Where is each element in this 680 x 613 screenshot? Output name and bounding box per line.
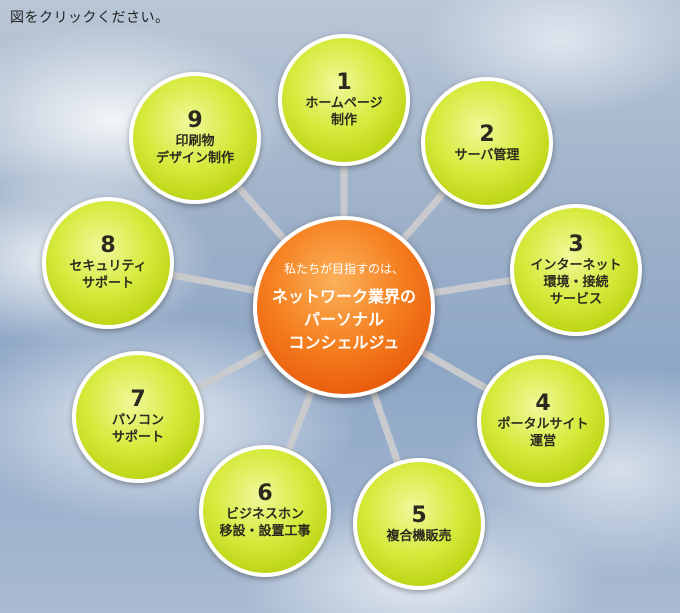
node-label: 印刷物 デザイン制作 (155, 134, 234, 166)
center-title: ネットワーク業界の パーソナル コンシェルジュ (271, 287, 416, 352)
node-number: 6 (257, 481, 273, 506)
node-number: 9 (187, 108, 203, 133)
node-label: ポータルサイト 運営 (497, 417, 589, 449)
node-number: 5 (411, 502, 427, 528)
node-number: 3 (568, 231, 584, 257)
node-4-portal[interactable]: 4 ポータルサイト 運営 (477, 355, 609, 487)
node-label: 複合機販売 (386, 528, 452, 544)
node-number: 7 (130, 387, 146, 412)
node-6-businessphone[interactable]: 6 ビジネスホン 移設・設置工事 (199, 445, 331, 577)
node-label: ホームページ 制作 (305, 96, 383, 128)
node-label: インターネット 環境・接続 サービス (530, 257, 622, 307)
center-circle: 私たちが目指すのは、 ネットワーク業界の パーソナル コンシェルジュ (253, 216, 435, 398)
node-8-security[interactable]: 8 セキュリティ サポート (42, 197, 174, 329)
node-label: パソコン サポート (111, 413, 164, 445)
node-number: 1 (336, 70, 352, 95)
node-number: 8 (100, 233, 116, 258)
node-1-homepage[interactable]: 1 ホームページ 制作 (278, 34, 410, 166)
node-label: セキュリティ サポート (69, 259, 147, 291)
node-label: サーバ管理 (454, 147, 520, 163)
node-7-pc-support[interactable]: 7 パソコン サポート (72, 351, 204, 483)
instruction-text: 図をクリックください。 (10, 10, 170, 26)
node-number: 4 (535, 391, 551, 416)
node-2-server[interactable]: 2 サーバ管理 (421, 77, 553, 209)
node-9-print-design[interactable]: 9 印刷物 デザイン制作 (129, 72, 261, 204)
center-subtitle: 私たちが目指すのは、 (283, 262, 404, 276)
node-5-copier[interactable]: 5 複合機販売 (353, 458, 485, 590)
node-3-internet[interactable]: 3 インターネット 環境・接続 サービス (510, 204, 642, 336)
node-number: 2 (479, 121, 495, 147)
node-label: ビジネスホン 移設・設置工事 (219, 507, 311, 539)
